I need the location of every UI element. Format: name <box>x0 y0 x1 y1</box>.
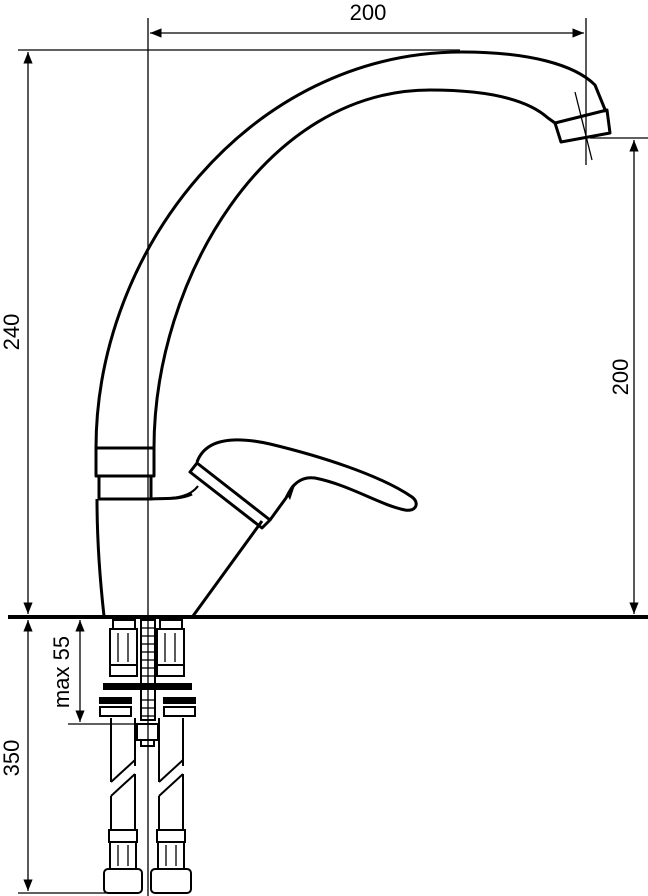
hose-length-label: 350 <box>0 740 24 777</box>
dimension-total-height: 240 <box>0 49 460 614</box>
mounting-hardware <box>99 619 196 747</box>
spout-height-label: 200 <box>608 359 633 396</box>
spout-collar <box>94 446 156 478</box>
hose-left <box>103 619 143 894</box>
hose-right <box>150 619 192 894</box>
lever-handle <box>188 438 418 530</box>
body-collar <box>97 474 153 501</box>
total-height-label: 240 <box>0 314 24 351</box>
dimension-spout-reach: 200 <box>147 0 587 896</box>
spout-reach-label: 200 <box>350 0 387 25</box>
faucet-body <box>95 492 264 617</box>
max-thickness-label: max 55 <box>49 636 74 708</box>
spout <box>94 50 612 449</box>
dimension-spout-height: 200 <box>590 137 648 614</box>
dimension-hose-length: 350 <box>0 620 110 894</box>
dimension-max-thickness: max 55 <box>49 620 150 725</box>
aerator <box>553 108 612 144</box>
